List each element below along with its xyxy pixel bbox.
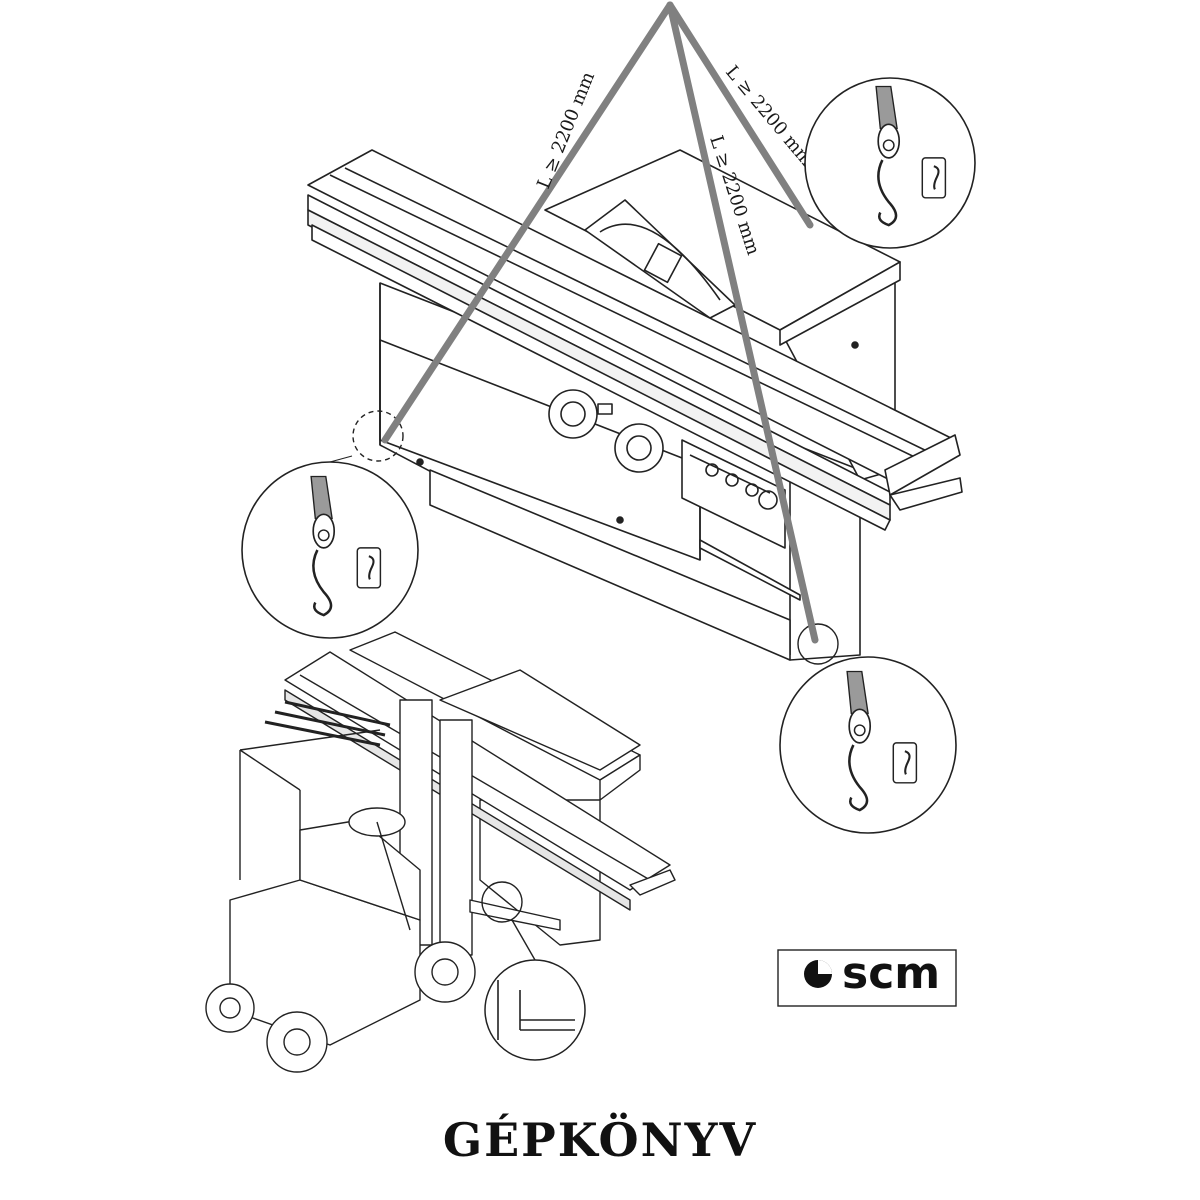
right-hook-callout bbox=[797, 623, 839, 665]
detail-circle-top-right bbox=[804, 77, 976, 249]
left-hook-callout bbox=[352, 410, 404, 462]
scm-logo: scm bbox=[777, 948, 957, 1007]
detail-circle-left bbox=[241, 461, 419, 639]
detail-circle-bottom-right bbox=[779, 656, 957, 834]
fork-detail-circle bbox=[484, 959, 586, 1061]
logo-text: scm bbox=[842, 948, 940, 999]
lifting-slings bbox=[381, 1, 819, 644]
sling-length-label-outer: L ≥ 2200 mm bbox=[721, 62, 817, 171]
manual-title: GÉPKÖNYV bbox=[442, 1113, 758, 1167]
panel-saw-machine bbox=[307, 149, 963, 661]
forklift-machine bbox=[205, 631, 676, 1073]
